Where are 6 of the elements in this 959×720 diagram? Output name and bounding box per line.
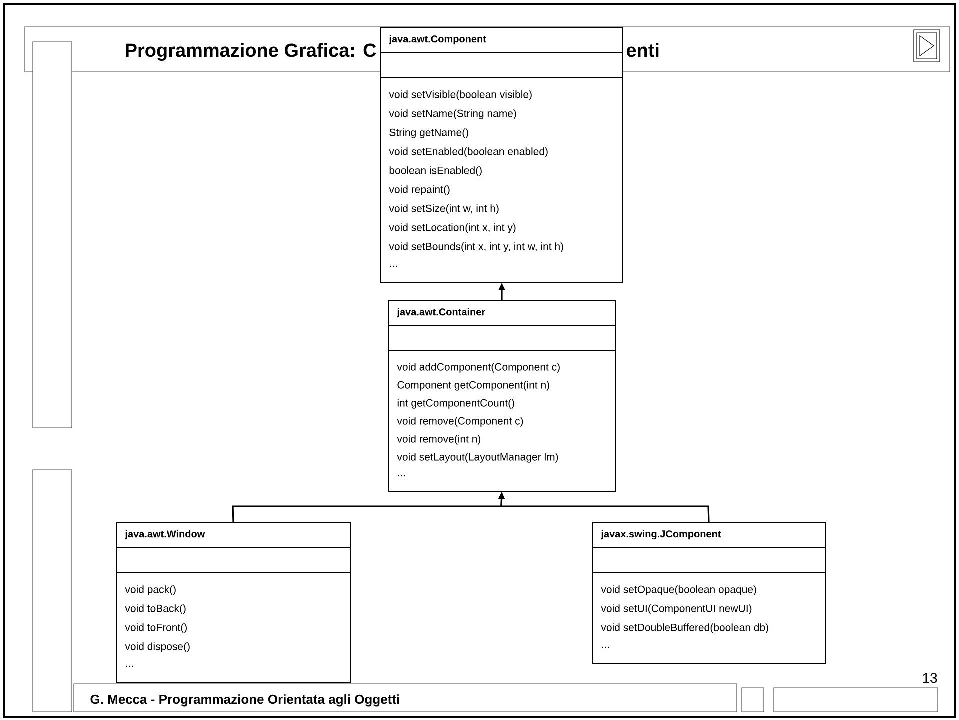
page-number: 13 — [923, 673, 938, 684]
class-box: java.awt.Component void setVisible(boolean visible) void setName(String name) String getName() void setEnabled(boolean enabled) boolean isEnabled() void repaint() void setSize(int w, int h) void setLocation(int x, int y) void setBounds(int x, int y, int w, int h) ... — [380, 27, 623, 283]
class-box: java.awt.Window void pack() void toBack() void toFront() void dispose() ... — [116, 522, 351, 683]
class-box: java.awt.Container void addComponent(Component c) Component getComponent(int n) int getComponentCount() void remove(Component c) void remove(int n) void setLayout(LayoutManager lm) ... — [388, 300, 616, 492]
footer-text: G. Mecca - Programmazione Orientata agli Oggetti — [90, 694, 400, 707]
class-box: javax.swing.JComponent void setOpaque(boolean opaque) void setUI(ComponentUI newUI) void setDoubleBuffered(boolean db) ... — [592, 522, 826, 664]
